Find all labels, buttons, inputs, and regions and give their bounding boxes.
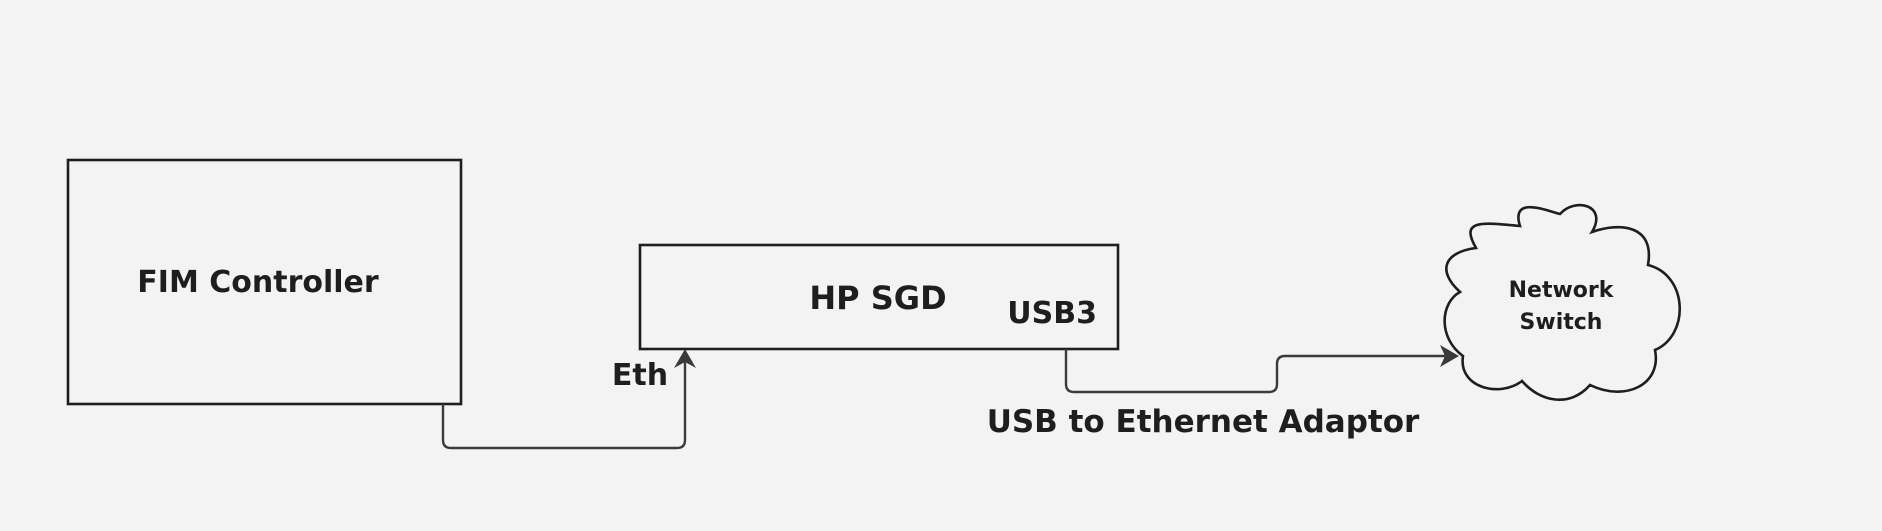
hp-sgd-box bbox=[638, 243, 1120, 351]
network-switch-node[interactable]: Network Switch bbox=[1443, 203, 1681, 401]
fim-controller-box bbox=[66, 158, 463, 406]
fim-controller-label: FIM Controller bbox=[137, 265, 379, 300]
eth-connector-line bbox=[441, 362, 687, 450]
hp-sgd-label: HP SGD bbox=[809, 279, 946, 317]
usb-adaptor-connector[interactable]: USB to Ethernet Adaptor bbox=[987, 345, 1459, 440]
eth-connector[interactable]: Eth bbox=[441, 349, 696, 450]
usb-adaptor-label: USB to Ethernet Adaptor bbox=[987, 404, 1420, 440]
network-switch-label-line1: Network bbox=[1509, 278, 1615, 303]
hp-sgd-node[interactable]: HP SGD USB3 bbox=[638, 243, 1120, 351]
fim-controller-node[interactable]: FIM Controller bbox=[66, 158, 463, 406]
usb-adaptor-arrowhead bbox=[1440, 345, 1459, 367]
usb3-port-label: USB3 bbox=[1007, 296, 1097, 331]
eth-label: Eth bbox=[612, 358, 668, 393]
usb-adaptor-connector-line bbox=[1064, 349, 1445, 394]
network-switch-label-line2: Switch bbox=[1520, 310, 1603, 335]
eth-arrowhead bbox=[674, 349, 696, 368]
network-switch-cloud bbox=[1443, 203, 1681, 401]
